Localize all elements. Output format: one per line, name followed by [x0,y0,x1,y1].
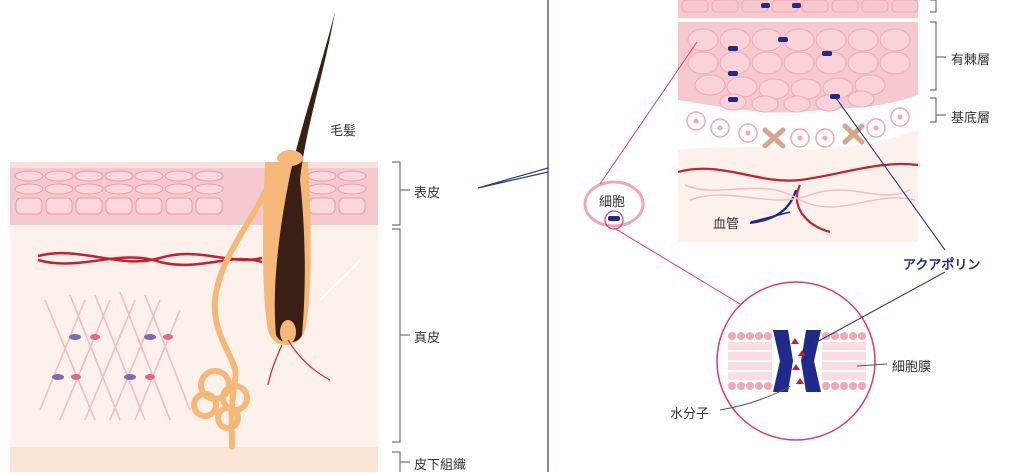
label-spinous-layer: 有棘層 [951,49,990,68]
label-blood-vessel: 血管 [713,213,739,232]
label-dermis: 真皮 [414,327,440,346]
label-cell: 細胞 [599,191,625,210]
membrane-detail [717,282,887,440]
subcutaneous-layer [10,447,378,472]
label-cell-membrane: 細胞膜 [892,356,931,375]
label-aquaporin: アクアポリン [903,254,980,273]
label-subcutaneous: 皮下組織 [414,454,466,473]
label-water-molecule: 水分子 [670,403,709,422]
skin-cross-section [10,0,548,472]
label-basal-layer: 基底層 [951,107,990,126]
label-hair: 毛髪 [330,120,356,139]
dermis-layer [10,225,378,447]
epidermis-zoom [678,0,946,242]
label-epidermis: 表皮 [414,182,440,201]
zoom-connector [478,0,548,472]
layer-brackets [392,162,410,472]
